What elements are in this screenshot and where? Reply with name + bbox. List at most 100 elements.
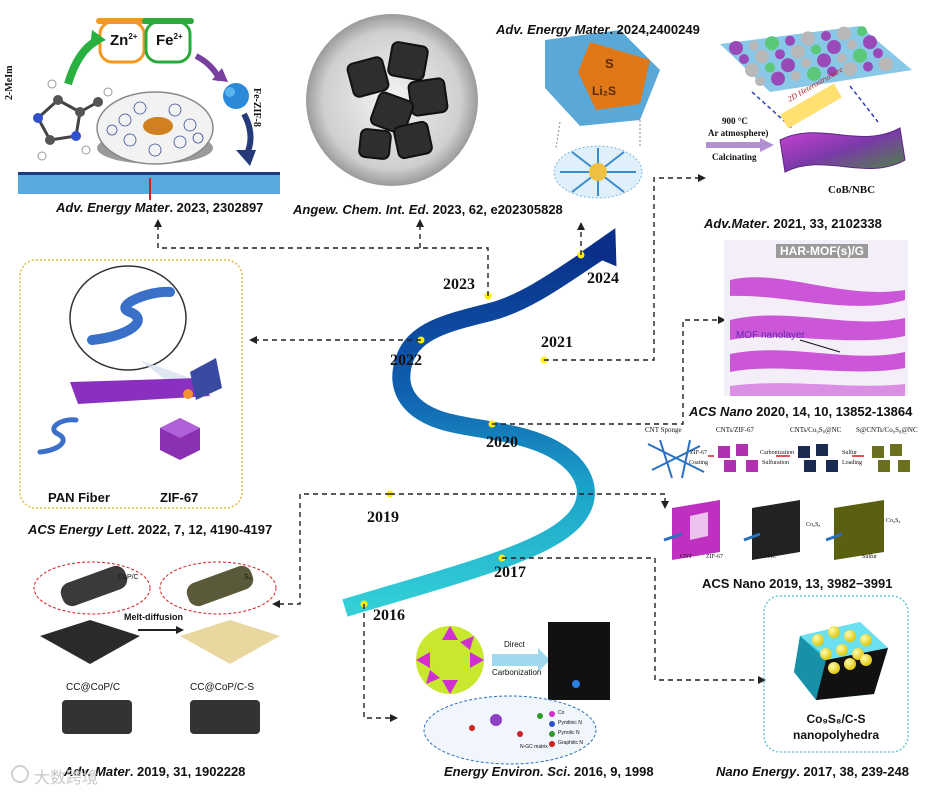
cob-label: CoB/NBC xyxy=(828,184,876,196)
fe-pot xyxy=(142,18,194,64)
membrane xyxy=(70,378,210,404)
lattice-atom xyxy=(853,48,867,63)
har-mof-title: HAR-MOF(s)/G xyxy=(776,244,868,258)
panel-2017-frame xyxy=(763,595,909,753)
lattice-atom xyxy=(847,39,857,50)
panel-2017-graphic xyxy=(763,595,909,753)
sulfur-core xyxy=(578,42,650,110)
arrow3b-label: Loading xyxy=(842,460,862,466)
year-2019: 2019 xyxy=(367,509,399,526)
s-label: S xyxy=(605,56,614,71)
co9s8-c-s-label: Co₉S₈/C-S xyxy=(806,712,866,726)
sulfur-sphere xyxy=(844,658,856,670)
arrow3-label: Sulfur xyxy=(842,450,857,456)
arrow2-label: Carbonization xyxy=(760,450,794,456)
step3-label: CNTs/Co₉S₈@NC xyxy=(790,426,842,434)
fe-zif8-label: Fe-ZIF-8 xyxy=(251,88,262,127)
heterostructure-sheet xyxy=(779,127,906,173)
panel-2020-graphic xyxy=(724,240,908,396)
sulfur-spheres xyxy=(812,626,872,674)
panel-2022-graphic xyxy=(19,259,243,509)
lattice-atom xyxy=(781,58,795,73)
lattice-atom xyxy=(755,49,769,64)
lattice-atom xyxy=(729,41,743,55)
reference-2023b: Angew. Chem. Int. Ed. 2023, 62, e2023058… xyxy=(293,202,563,217)
cnt-label: CNT xyxy=(680,554,692,560)
atm-label: Ar atmosphere) xyxy=(708,128,769,138)
lattice-atom xyxy=(857,26,867,37)
timeline-arrowhead xyxy=(581,228,617,267)
reference-2023a: Adv. Energy Mater. 2023, 2302897 xyxy=(56,200,264,215)
reference-2019a: ACS Nano 2019, 13, 3982−3991 xyxy=(702,576,893,591)
lattice-atom xyxy=(817,53,831,68)
lattice-atom xyxy=(801,31,815,46)
fiber-sulfur xyxy=(186,565,254,607)
fe-label: Fe2+ xyxy=(156,32,183,49)
lattice-atom xyxy=(765,62,775,73)
reference-2016: Energy Environ. Sci. 2016, 9, 1998 xyxy=(444,764,654,779)
step2-label: CNTs/ZIF-67 xyxy=(716,426,755,434)
legend-graphitic: Graphitic N xyxy=(558,740,584,746)
connector-arrowheads xyxy=(154,174,766,722)
arrow2b-label: Sulfuration xyxy=(762,460,789,466)
connector-2016 xyxy=(363,604,392,719)
nanopolyhedra-label: nanopolyhedra xyxy=(792,728,879,742)
arrow1b-label: Coating xyxy=(689,460,708,466)
pan-fiber-label: PAN Fiber xyxy=(48,490,110,505)
sulfur-sphere xyxy=(836,644,848,656)
lattice-atom xyxy=(843,62,857,76)
sulfur-sphere xyxy=(828,626,840,638)
reference-2019b: Adv. Mater. 2019, 31, 1902228 xyxy=(64,764,246,779)
reference-2021: Adv.Mater. 2021, 33, 2102338 xyxy=(704,216,882,231)
sulfur-sphere xyxy=(828,662,840,674)
co9s8-label-b: Co₉S₈ xyxy=(886,518,901,524)
step1-label: CNT Sponge xyxy=(645,426,682,434)
panel-2019b-graphic xyxy=(33,561,280,734)
lattice-atom xyxy=(821,31,831,41)
photo-left xyxy=(62,700,132,734)
zif67-sub-label: ZIF-67 xyxy=(706,554,723,560)
lattice-atom xyxy=(749,40,759,51)
lattice-atom xyxy=(837,53,847,63)
carbonization-label: Carbonization xyxy=(492,668,542,677)
arrow1-label: ZIF-67 xyxy=(690,450,707,456)
fiber-zoom xyxy=(87,286,175,345)
lattice-atom xyxy=(785,35,795,46)
connector-2021 xyxy=(544,177,700,361)
year-2020: 2020 xyxy=(486,434,518,451)
photo-right xyxy=(190,700,260,734)
temp-label: 900 °C xyxy=(722,116,748,126)
reference-2017: Nano Energy. 2017, 38, 239-248 xyxy=(716,764,909,779)
zoom-lens xyxy=(69,265,187,371)
sulfur-label: Sulfur xyxy=(862,554,877,560)
cc-cop-label: CC@CoP/C xyxy=(66,682,121,693)
year-2021: 2021 xyxy=(541,334,573,351)
watermark-logo xyxy=(11,765,29,783)
connector-lines xyxy=(157,177,760,719)
ligand-label: 2-MeIm xyxy=(4,65,15,100)
lattice-atom xyxy=(745,63,759,77)
connector-2019a xyxy=(390,493,666,503)
connector-2020 xyxy=(492,319,720,425)
lattice-atom xyxy=(827,40,841,54)
sulfur-sphere xyxy=(820,648,832,660)
cc-cop-s-label: CC@CoP/C-S xyxy=(190,682,255,693)
lattice-atom xyxy=(771,71,785,86)
lattice-atom xyxy=(807,66,821,81)
legend-pyrrolic: Pyrrolic N xyxy=(558,730,580,736)
panel-2021-graphic xyxy=(706,26,912,173)
lattice-atom xyxy=(827,66,837,77)
sulfur-sphere xyxy=(860,634,872,646)
lattice-atom xyxy=(791,44,805,59)
sulfur-sphere xyxy=(860,654,872,666)
lattice-atom xyxy=(811,44,821,55)
li2s-label: Li₂S xyxy=(592,84,616,98)
cloth-left xyxy=(40,620,140,664)
year-2017: 2017 xyxy=(494,564,526,581)
zif-particle xyxy=(223,83,249,109)
zn-label: Zn2+ xyxy=(110,32,138,49)
ngc-label: N-GC matrix xyxy=(520,744,548,750)
zif67-label: ZIF-67 xyxy=(160,490,199,505)
panel-2023b-graphic xyxy=(306,14,478,186)
watermark: 大数跨境 xyxy=(34,770,99,787)
